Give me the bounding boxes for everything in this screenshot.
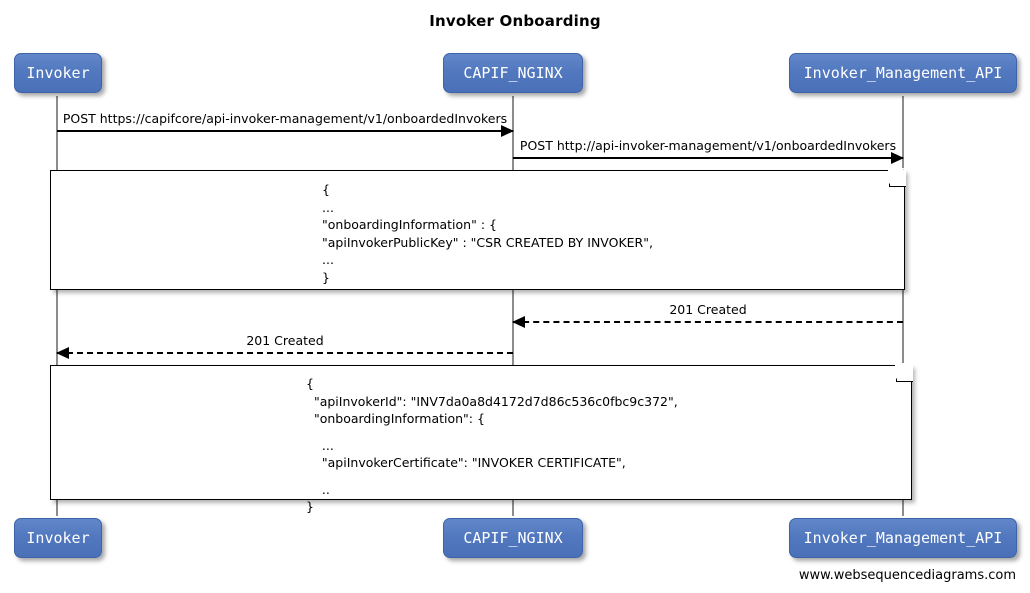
note-folded-corner-icon — [888, 168, 906, 187]
note-line — [306, 472, 678, 481]
note-response-body-text: { "apiInvokerId": "INV7da0a8d4172d7d86c5… — [306, 375, 678, 516]
lifeline-invoker_management_api — [902, 96, 904, 516]
note-line: { — [322, 182, 330, 197]
page-title: Invoker Onboarding — [429, 12, 601, 30]
participant-label: Invoker — [26, 64, 90, 82]
message-line — [57, 352, 513, 354]
note-line: } — [306, 499, 314, 514]
note-fold-triangle — [889, 169, 906, 186]
lifeline-capif_nginx — [512, 96, 514, 516]
note-line: ... — [322, 199, 334, 215]
participant-label: Invoker_Management_API — [803, 529, 1003, 547]
arrowhead-right-icon — [891, 152, 904, 164]
note-line: "onboardingInformation" : { — [322, 217, 497, 232]
participant-label: CAPIF_NGINX — [463, 529, 563, 547]
lifeline-invoker — [56, 96, 58, 516]
note-line — [306, 428, 678, 437]
note-request-body — [50, 168, 906, 290]
participant-capif-nginx-top[interactable]: CAPIF_NGINX — [443, 53, 583, 93]
participant-capif-nginx-bottom[interactable]: CAPIF_NGINX — [443, 518, 583, 558]
note-line: .. — [306, 481, 330, 497]
note-line: "apiInvokerId": "INV7da0a8d4172d7d86c536… — [306, 393, 678, 409]
arrowhead-right-icon — [501, 125, 514, 137]
participant-invoker-management-api-top[interactable]: Invoker_Management_API — [789, 53, 1017, 93]
message-label: 201 Created — [669, 302, 747, 317]
note-line: "onboardingInformation": { — [306, 411, 485, 426]
note-request-body-text: {... "onboardingInformation" : { "apiInvok… — [322, 181, 653, 286]
note-line: { — [306, 376, 314, 391]
arrowhead-left-icon — [56, 347, 69, 359]
message-label: 201 Created — [246, 333, 324, 348]
note-response-body — [50, 363, 913, 500]
note-fold-triangle — [896, 364, 913, 381]
note-line: "apiInvokerPublicKey" : "CSR CREATED BY … — [322, 234, 653, 250]
note-line: "apiInvokerCertificate": "INVOKER CERTIF… — [306, 455, 626, 470]
note-line: ... — [322, 252, 334, 267]
participant-invoker-management-api-bottom[interactable]: Invoker_Management_API — [789, 518, 1017, 558]
note-line: } — [322, 269, 330, 285]
footer-attribution: www.websequencediagrams.com — [798, 568, 1016, 583]
note-line: ... — [306, 437, 334, 453]
message-line — [513, 321, 903, 323]
participant-invoker-bottom[interactable]: Invoker — [14, 518, 102, 558]
note-folded-corner-icon — [895, 363, 913, 382]
participant-label: Invoker_Management_API — [803, 64, 1003, 82]
participant-label: Invoker — [26, 529, 90, 547]
message-line — [513, 157, 903, 159]
message-label: POST http://api-invoker-management/v1/on… — [519, 138, 897, 153]
message-line — [57, 130, 513, 132]
message-label: POST https://capifcore/api-invoker-manag… — [62, 111, 508, 126]
participant-label: CAPIF_NGINX — [463, 64, 563, 82]
participant-invoker-top[interactable]: Invoker — [14, 53, 102, 93]
arrowhead-left-icon — [512, 316, 525, 328]
